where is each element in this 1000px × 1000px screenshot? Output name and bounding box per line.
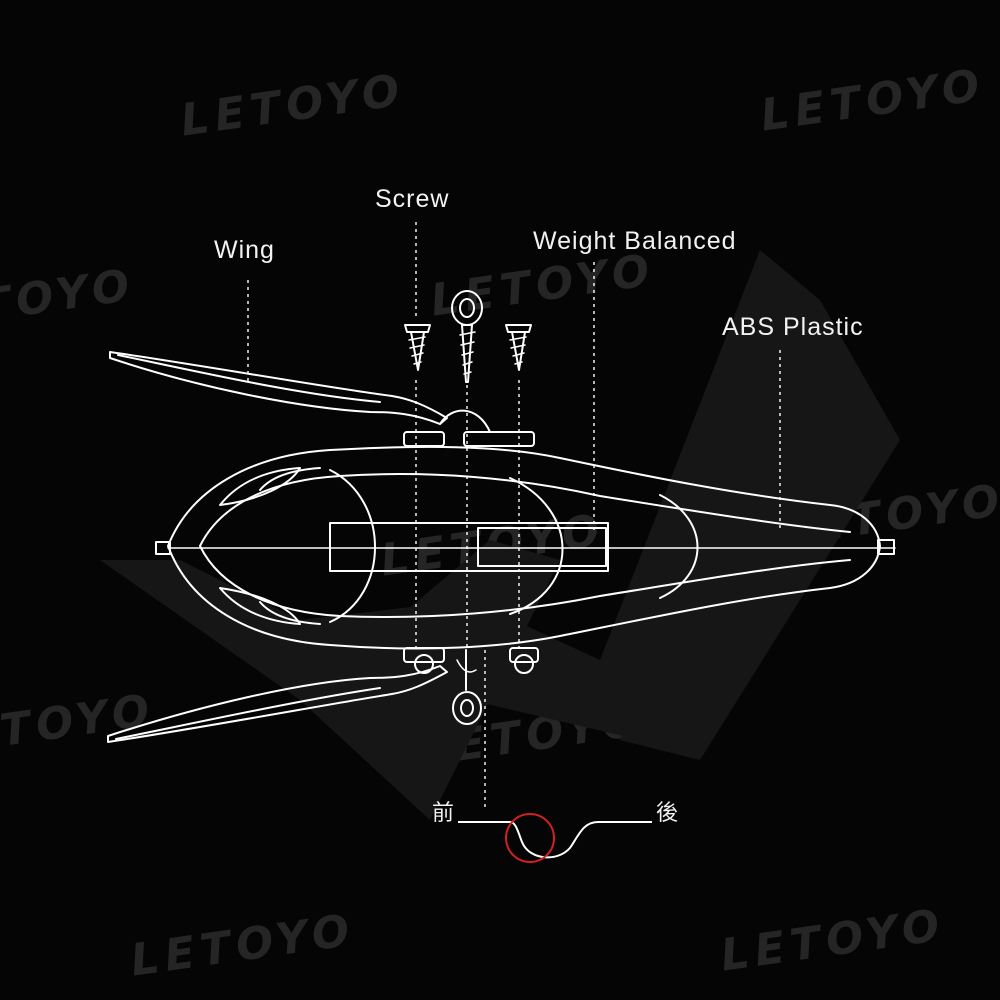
label-abs-plastic: ABS Plastic — [722, 313, 864, 341]
eye-screw — [451, 290, 483, 383]
boss-top-1 — [403, 431, 445, 447]
label-weight-balanced: Weight Balanced — [533, 227, 737, 255]
label-back: 後 — [656, 801, 679, 826]
screw-left — [404, 324, 431, 371]
screw-right — [505, 324, 532, 371]
label-screw: Screw — [375, 185, 450, 213]
eye-lobe-top-2 — [259, 467, 321, 491]
nose-tab — [155, 541, 171, 555]
gill-arc — [329, 469, 376, 623]
bottom-eye-ring — [452, 649, 482, 725]
body-inner — [199, 473, 851, 619]
label-wing: Wing — [214, 236, 275, 264]
eye-lobe-bottom-2 — [259, 601, 321, 625]
boss-bottom-ring-2 — [514, 654, 534, 674]
eye-lobe-top — [219, 467, 301, 506]
eye-lobe-bottom — [219, 587, 301, 625]
label-front: 前 — [432, 801, 455, 826]
top-hook-mount — [439, 409, 491, 433]
lure-body — [167, 445, 881, 650]
lower-wing — [107, 665, 448, 743]
upper-wing-inner — [117, 354, 381, 403]
boss-bottom-ring — [414, 654, 434, 674]
lower-wing-inner — [115, 687, 381, 740]
direction-indicator — [458, 813, 652, 863]
weight-chamber-inner — [477, 527, 607, 567]
weight-chamber — [329, 522, 609, 572]
body-arc-1 — [509, 477, 564, 615]
boss-top-2 — [463, 431, 535, 447]
body-arc-2 — [659, 494, 699, 599]
boss-bottom-2 — [509, 647, 539, 663]
highlight-circle — [505, 813, 555, 863]
boss-bottom-1 — [403, 647, 445, 663]
tail-tab — [877, 539, 895, 555]
